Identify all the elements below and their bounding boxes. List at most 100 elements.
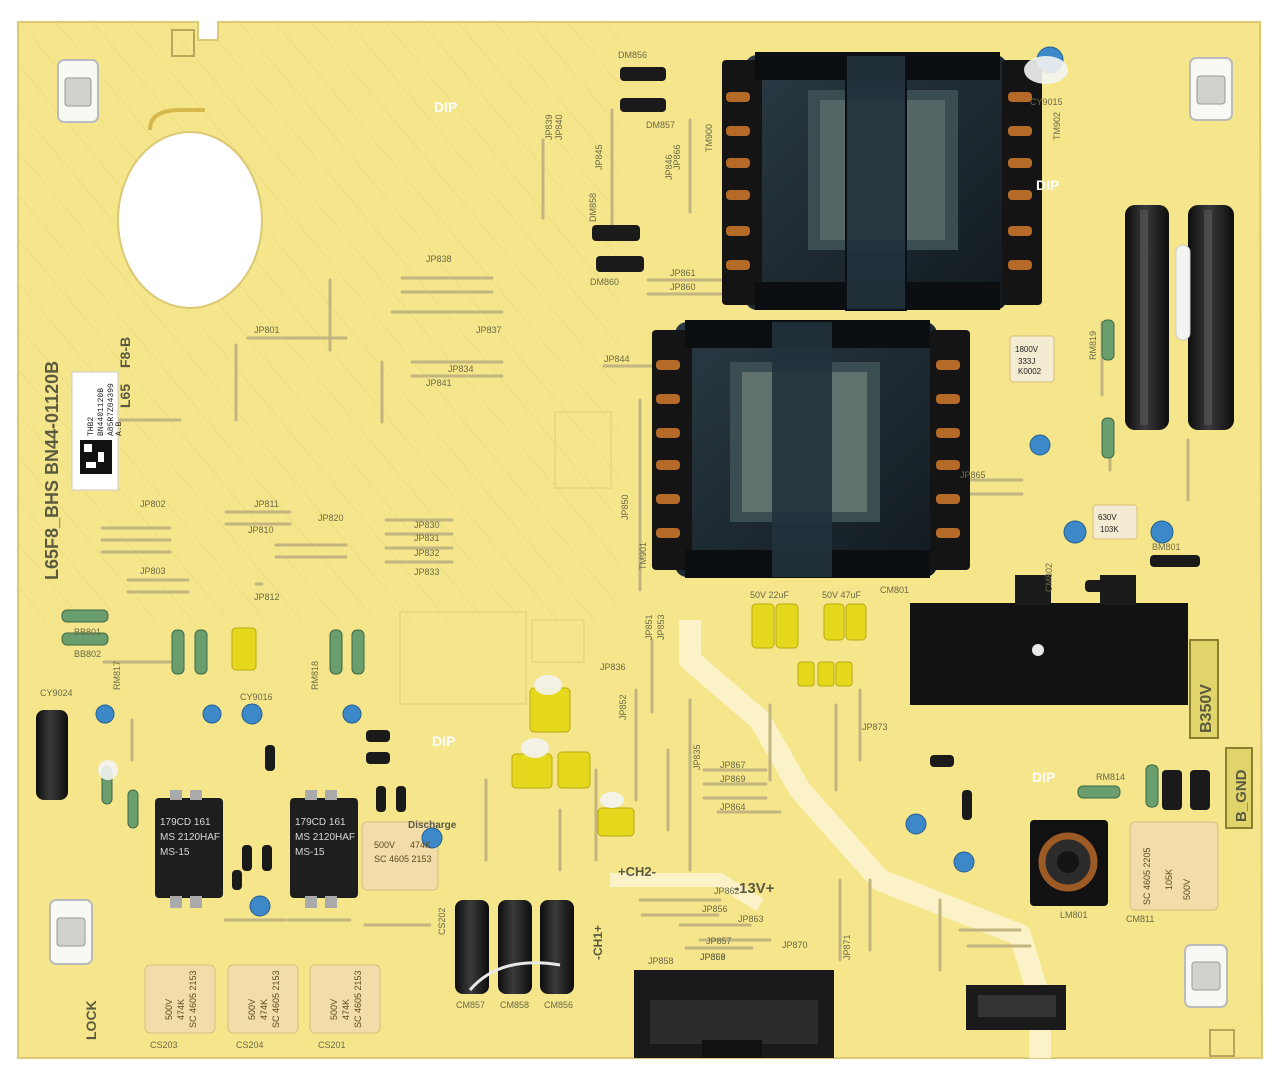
ic1-line3: MS-15	[160, 847, 190, 858]
cap-label-22uf: 50V 22uF	[750, 590, 790, 600]
film-cap-4-text: 500V 474K SC 4605 2153	[374, 840, 432, 864]
ref-jp833: JP833	[414, 567, 440, 577]
ref-jp873: JP873	[862, 722, 888, 732]
dip-marking-2: DIP	[1036, 177, 1059, 193]
ref-rm818: RM818	[310, 661, 320, 690]
svg-text:333J: 333J	[1018, 357, 1035, 366]
svg-text:500V: 500V	[374, 840, 395, 850]
yellow-caps	[231, 603, 867, 837]
ref-jp838: JP838	[426, 254, 452, 264]
ref-cm811: CM811	[1126, 914, 1154, 924]
discharge-text: Discharge	[408, 820, 457, 831]
svg-text:SC 4605 2153: SC 4605 2153	[353, 970, 363, 1028]
svg-text:SC 4605 2153: SC 4605 2153	[271, 970, 281, 1028]
cap-label-47uf: 50V 47uF	[822, 590, 862, 600]
ref-jp801: JP801	[254, 325, 280, 335]
svg-text:105K: 105K	[1164, 869, 1174, 890]
ref-jp851: JP851	[644, 614, 654, 640]
bulk-capacitor-2	[1188, 205, 1234, 430]
svg-text:1800V: 1800V	[1015, 345, 1039, 354]
silk-table-2	[531, 619, 585, 663]
sticker-line2: BN4401120B	[97, 388, 106, 436]
ref-jp834: JP834	[448, 364, 474, 374]
transformer-bottom-pins	[656, 360, 960, 538]
svg-text:K0002: K0002	[1018, 367, 1042, 376]
svg-text:SC 4605 2153: SC 4605 2153	[188, 970, 198, 1028]
ic-1	[155, 790, 223, 908]
film-cap-3-text: 500V 474K SC 4605 2153	[329, 970, 363, 1028]
ic2-line3: MS-15	[295, 847, 325, 858]
ic1-line1: 179CD 161	[160, 817, 211, 828]
ref-jp850: JP850	[620, 494, 630, 520]
film-cap-2-text: 500V 474K SC 4605 2153	[247, 970, 281, 1028]
ref-jp863: JP863	[738, 914, 764, 924]
ic2-line2: MS 2120HAF	[295, 832, 355, 843]
ref-bb802: BB802	[74, 649, 101, 659]
ref-dm860: DM860	[590, 277, 619, 287]
voltage-13v-text: -13V+	[734, 880, 775, 897]
ref-rm819: RM819	[1088, 331, 1098, 360]
glue-blobs	[98, 56, 1068, 808]
sticker-line4: A.B	[115, 421, 124, 436]
ref-jp839: JP839	[544, 114, 554, 140]
ref-jp852: JP852	[618, 694, 628, 720]
connector-small	[966, 985, 1066, 1030]
ref-jp837: JP837	[476, 325, 502, 335]
ref-jp830: JP830	[414, 520, 440, 530]
silk-table-3	[554, 411, 612, 489]
svg-text:474K: 474K	[176, 999, 186, 1020]
film-cap-1-text: 500V 474K SC 4605 2153	[164, 970, 198, 1028]
dip-marking-4: DIP	[1032, 769, 1055, 785]
model-right-text-2: L65	[117, 384, 133, 408]
bgnd-text: B_GND	[1233, 769, 1250, 822]
ref-jp867: JP867	[720, 760, 746, 770]
ref-jp835: JP835	[692, 744, 702, 770]
cutout-outline	[148, 108, 205, 131]
svg-text:500V: 500V	[247, 999, 257, 1020]
ic-2	[290, 790, 358, 908]
ref-cy9015: CY9015	[1030, 97, 1063, 107]
svg-text:474K: 474K	[410, 840, 431, 850]
ref-jp810: JP810	[248, 525, 274, 535]
ref-cm802: CM802	[1044, 563, 1054, 592]
ref-jp859: JP859	[700, 952, 726, 962]
ref-lm801: LM801	[1060, 910, 1088, 920]
mount-clip-tr	[1189, 57, 1233, 121]
corner-mark-tl	[171, 29, 195, 57]
lock-text: LOCK	[83, 1000, 99, 1040]
b350v-box	[1189, 639, 1219, 739]
ic2-line1: 179CD 161	[295, 817, 346, 828]
mounting-cutout	[117, 131, 263, 309]
ch2-text: +CH2-	[618, 864, 656, 879]
bgnd-box	[1225, 747, 1253, 829]
ref-jp802: JP802	[140, 499, 166, 509]
ref-jp871: JP871	[842, 934, 852, 960]
dip-marking-1: DIP	[434, 99, 457, 115]
ref-rm817: RM817	[112, 661, 122, 690]
small-film-cap-2-text: 630V 103K	[1098, 513, 1119, 534]
svg-text:103K: 103K	[1100, 525, 1119, 534]
ref-cs204: CS204	[236, 1040, 264, 1050]
sticker-line1: THB2	[87, 417, 96, 436]
rev-text: F8-B	[117, 337, 133, 368]
b350v-text: B350V	[1198, 684, 1215, 733]
ref-cm856: CM856	[544, 1000, 573, 1010]
svg-text:474K: 474K	[341, 999, 351, 1020]
ch1-text: -CH1+	[591, 925, 605, 960]
ref-tm900: TM900	[704, 124, 714, 152]
ref-jp845: JP845	[594, 144, 604, 170]
sticker-line3: A85R7Z04399	[107, 383, 116, 436]
ref-jp831: JP831	[414, 533, 440, 543]
ref-bb801: BB801	[74, 627, 101, 637]
ref-cs203: CS203	[150, 1040, 178, 1050]
ref-cs202: CS202	[437, 907, 447, 935]
ref-cm858: CM858	[500, 1000, 529, 1010]
ref-jp832: JP832	[414, 548, 440, 558]
corner-mark-br	[1209, 1029, 1235, 1057]
mount-clip-bl	[49, 899, 93, 965]
film-cap-5-text: 500V 105K SC 4605 2205	[1142, 847, 1192, 905]
jumper-wires	[93, 108, 1190, 972]
ref-jp857: JP857	[706, 936, 732, 946]
cable-tie	[1175, 244, 1191, 341]
